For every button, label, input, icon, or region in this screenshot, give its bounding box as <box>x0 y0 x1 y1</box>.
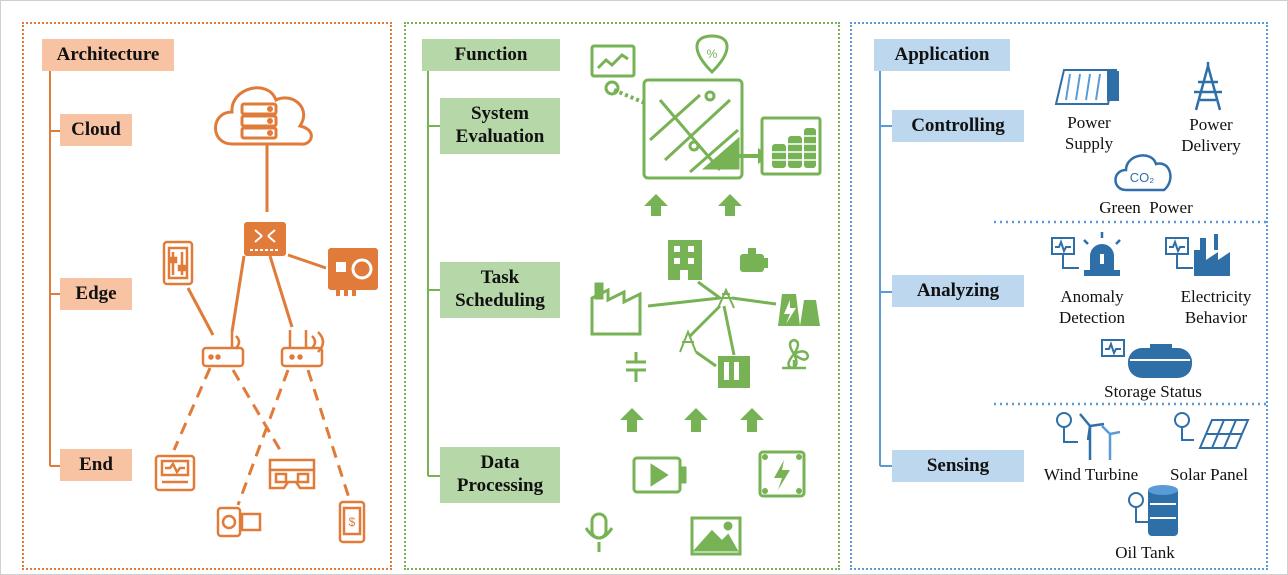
application-title: Application <box>874 39 1010 71</box>
image-icon <box>690 516 742 556</box>
controlling-label: Controlling <box>892 110 1024 142</box>
analyzing-label: Analyzing <box>892 275 1024 307</box>
microphone-icon <box>584 512 614 552</box>
fan-icon <box>782 338 810 370</box>
network-card-icon <box>328 248 378 296</box>
architecture-panel <box>22 22 392 570</box>
control-panel-icon <box>162 240 194 286</box>
building-icon <box>668 240 702 280</box>
engine-icon <box>740 248 768 272</box>
vr-glasses-icon <box>268 458 316 490</box>
wind-turbine-caption: Wind Turbine <box>1043 465 1139 484</box>
battery-video-icon <box>632 456 687 494</box>
cloud-server-icon <box>214 86 313 146</box>
wind-turbine-icon <box>1079 413 1121 460</box>
transmission-tower-icon <box>1194 61 1222 111</box>
solar-panel-caption: Solar Panel <box>1170 465 1248 484</box>
sensor-icon <box>1051 237 1079 269</box>
building-icon <box>718 356 750 388</box>
power-supply-caption: Power Supply <box>1064 113 1114 154</box>
svg-text:$: $ <box>349 515 356 529</box>
power-plant-icon <box>778 294 820 326</box>
oil-tank-caption: Oil Tank <box>1115 543 1175 562</box>
capacitor-icon <box>626 352 646 382</box>
storage-tank-icon <box>1128 344 1192 378</box>
electricity-behavior-caption: Electricity Behavior <box>1180 287 1252 328</box>
co2-text: CO₂ <box>1130 170 1155 185</box>
power-tower-icon <box>679 287 735 353</box>
smartphone-payment-icon: $ <box>338 500 366 544</box>
end-label: End <box>60 449 132 481</box>
function-title: Function <box>422 39 560 71</box>
architecture-title: Architecture <box>42 39 174 71</box>
application-panel <box>850 22 1268 570</box>
section-divider <box>994 220 1266 406</box>
system-evaluation-label: System Evaluation <box>440 98 560 154</box>
wifi-router-icon <box>280 330 325 368</box>
coins-icon <box>760 116 822 176</box>
map-icon <box>642 78 744 180</box>
power-delivery-caption: Power Delivery <box>1181 115 1241 156</box>
sensing-label: Sensing <box>892 450 1024 482</box>
percent-location-icon: % <box>695 34 729 75</box>
alarm-icon <box>1083 232 1121 276</box>
function-graphics: % <box>427 34 822 556</box>
data-processing-label: Data Processing <box>440 447 560 503</box>
dam-icon <box>1054 69 1119 105</box>
architecture-graphics: $ <box>49 71 378 544</box>
svg-text:%: % <box>707 47 718 61</box>
monitor-device-icon <box>154 454 196 492</box>
sensor-icon <box>1165 237 1193 269</box>
cloud-label: Cloud <box>60 114 132 146</box>
camera-icon <box>216 506 262 538</box>
sensor-icon <box>1128 492 1148 523</box>
anomaly-detection-caption: Anomaly Detection <box>1058 287 1126 328</box>
co2-cloud-icon: CO₂ <box>1114 154 1172 192</box>
monitor-chart-icon <box>590 44 636 96</box>
edge-gateway-icon <box>244 222 286 256</box>
sensor-icon <box>1174 412 1194 441</box>
sensor-icon <box>1056 412 1078 443</box>
edge-label: Edge <box>60 278 132 310</box>
solar-panel-icon <box>1198 419 1250 449</box>
oil-tank-icon <box>1148 485 1178 536</box>
factory-icon <box>590 282 642 336</box>
up-arrow-icon <box>620 194 764 432</box>
function-panel <box>404 22 840 570</box>
storage-status-caption: Storage Status <box>1104 382 1202 401</box>
green-power-caption: Green Power <box>1099 198 1193 217</box>
router-icon <box>201 332 245 368</box>
sensor-icon <box>1101 339 1125 357</box>
factory-icon <box>1194 234 1230 276</box>
lightning-box-icon <box>758 450 806 498</box>
task-scheduling-label: Task Scheduling <box>440 262 560 318</box>
